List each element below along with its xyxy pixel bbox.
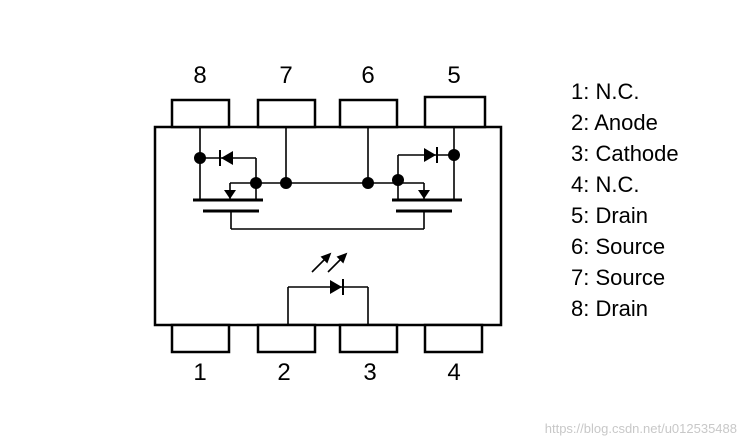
channel-arrow-left (224, 190, 236, 199)
pin-number-3: 3 (363, 359, 376, 386)
watermark: https://blog.csdn.net/u012535488 (544, 421, 737, 436)
body-diode-right (424, 147, 438, 163)
legend-item: 4: N.C. (571, 172, 640, 197)
pin-6-pad (338, 98, 399, 129)
pin-5-pad (423, 95, 487, 129)
pin-number-4: 4 (447, 359, 460, 386)
legend-item: 3: Cathode (571, 141, 679, 166)
legend-item: 8: Drain (571, 296, 649, 321)
led-diode (330, 279, 344, 295)
legend-item: 7: Source (571, 265, 666, 290)
body-diode-left (219, 150, 233, 166)
pin-number-7: 7 (279, 62, 292, 89)
legend-item: 1: N.C. (571, 79, 640, 104)
legend-item: 5: Drain (571, 203, 649, 228)
pin-number-6: 6 (361, 62, 374, 89)
pin-4-pad (423, 323, 484, 354)
pin-8-pad (170, 98, 231, 129)
pin-number-5: 5 (447, 62, 460, 89)
legend-item: 6: Source (571, 234, 666, 259)
pin-3-pad (338, 323, 399, 354)
mosfet-bars (193, 198, 462, 213)
pin-number-1: 1 (193, 359, 206, 386)
light-emission-arrows (311, 252, 348, 273)
legend-item: 2: Anode (571, 110, 658, 135)
pin-legend: 1: N.C. 2: Anode 3: Cathode 4: N.C. 5: D… (571, 76, 679, 324)
channel-arrow-right (418, 190, 430, 199)
pin-number-8: 8 (193, 62, 206, 89)
pin-7-pad (256, 98, 317, 129)
pin-2-pad (256, 323, 317, 354)
ic-body (153, 125, 503, 327)
pin-1-pad (170, 323, 231, 354)
internal-circuit (199, 127, 455, 325)
pin-number-2: 2 (277, 359, 290, 386)
